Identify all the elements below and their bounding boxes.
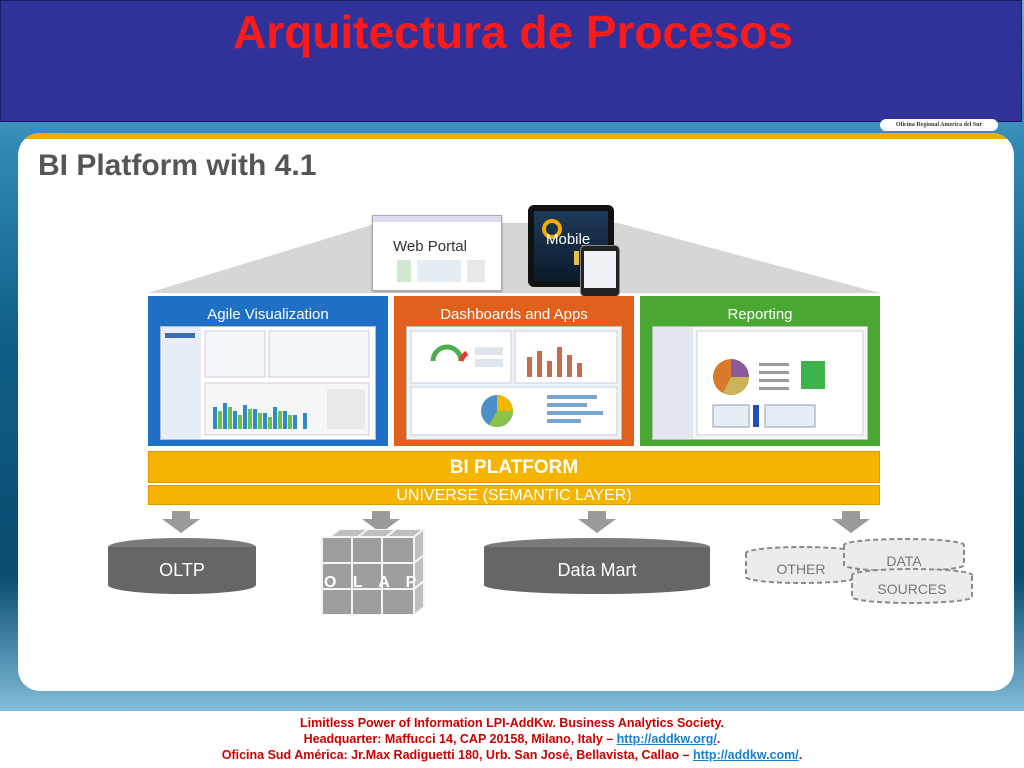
panel-label-reporting: Reporting <box>727 306 793 323</box>
addkw-com-link[interactable]: http://addkw.com/ <box>692 748 799 762</box>
panel-reporting: Reporting <box>640 296 880 446</box>
olap-label: O L A P <box>324 574 423 591</box>
client-wedge <box>148 223 880 293</box>
other-label: OTHER <box>776 561 826 577</box>
mobile-phone <box>580 245 620 297</box>
down-arrow-icon <box>578 511 616 533</box>
card-accent-line <box>18 133 1014 139</box>
oltp-store <box>108 538 256 594</box>
mobile-label: Mobile <box>546 231 591 248</box>
data-mart-label: Data Mart <box>557 560 637 580</box>
reporting-screenshot <box>652 326 868 440</box>
footer-line-2: Headquarter: Maffucci 14, CAP 20158, Mil… <box>0 732 1024 746</box>
addkw-org-link[interactable]: http://addkw.org/ <box>616 732 717 746</box>
headquarter-text: Headquarter: Maffucci 14, CAP 20158, Mil… <box>303 732 617 746</box>
panel-agile-visualization: Agile Visualization <box>148 296 388 446</box>
footer-line-3: Oficina Sud América: Jr.Max Radiguetti 1… <box>0 748 1024 762</box>
olap-cube <box>321 529 426 615</box>
other-data-sources <box>745 538 973 604</box>
line-2-end: . <box>716 732 721 746</box>
oltp-label: OLTP <box>159 560 205 580</box>
sources-label: SOURCES <box>877 581 947 597</box>
web-portal-client: Web Portal <box>372 215 502 291</box>
diagram-heading: BI Platform with 4.1 <box>38 149 317 182</box>
down-arrow-icon <box>162 511 200 533</box>
panel-dashboards-and-apps: Dashboards and Apps <box>394 296 634 446</box>
agile-visualization-screenshot <box>160 326 376 440</box>
panel-label-agile: Agile Visualization <box>207 306 329 323</box>
data-label: DATA <box>886 553 922 569</box>
panel-label-dashboards: Dashboards and Apps <box>440 306 588 323</box>
agile-thumbnail <box>161 327 370 439</box>
reporting-thumbnail <box>653 327 867 439</box>
universe-bar: UNIVERSE (SEMANTIC LAYER) <box>148 485 880 505</box>
data-mart-store <box>484 538 710 594</box>
oficina-text: Oficina Sud América: Jr.Max Radiguetti 1… <box>221 748 693 762</box>
universe-label: UNIVERSE (SEMANTIC LAYER) <box>396 487 632 504</box>
footer-line-1: Limitless Power of Information LPI-AddKw… <box>300 716 724 730</box>
diagram-card: BI Platform with 4.1 Web Portal Mobile <box>18 133 1014 691</box>
line-3-end: . <box>798 748 803 762</box>
down-arrow-icon <box>362 511 400 533</box>
web-portal-thumbnail <box>397 260 485 282</box>
title-bar: Arquitectura de Procesos <box>0 0 1022 122</box>
down-arrow-icon <box>832 511 870 533</box>
slide-title: Arquitectura de Procesos <box>233 6 793 58</box>
bi-platform-bar: BI PLATFORM <box>148 451 880 483</box>
bi-platform-label: BI PLATFORM <box>449 457 579 478</box>
dashboards-thumbnail <box>407 327 621 439</box>
web-portal-label: Web Portal <box>393 238 467 255</box>
footer: Limitless Power of Information LPI-AddKw… <box>0 711 1024 768</box>
organization-logo: Oficina Regional America del Sur <box>880 119 998 131</box>
dashboards-screenshot <box>406 326 622 440</box>
